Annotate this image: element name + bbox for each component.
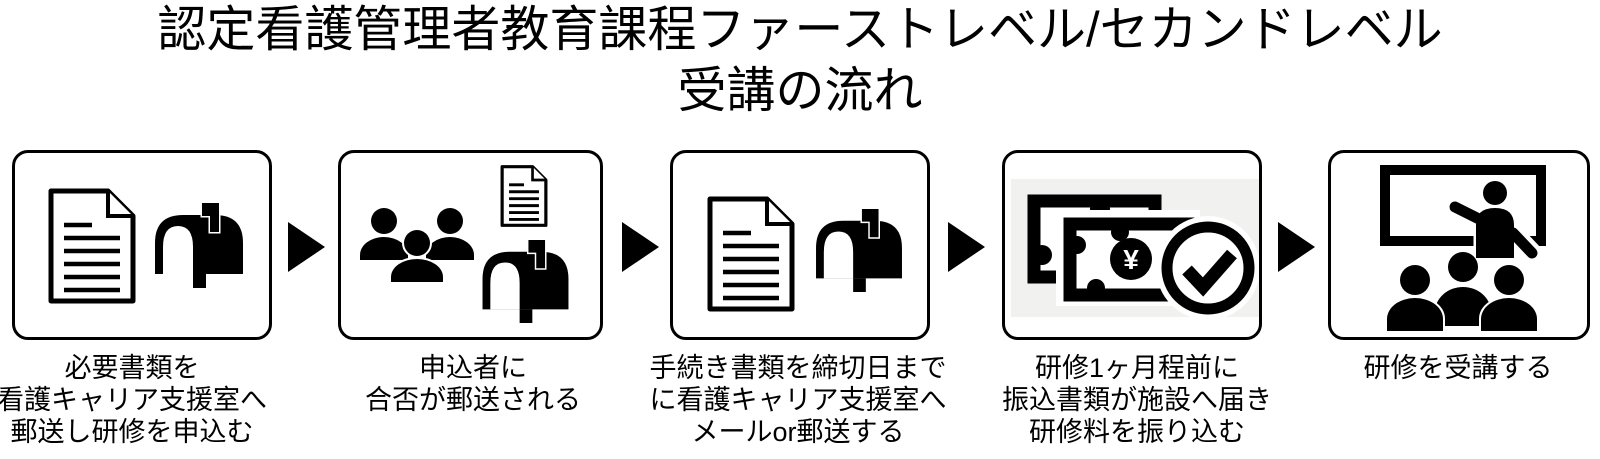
- page-title: 認定看護管理者教育課程ファーストレベル/セカンドレベル 受講の流れ: [0, 0, 1600, 122]
- step-1-box: [12, 150, 272, 340]
- check-mark: [1182, 249, 1237, 297]
- whiteboard: [1380, 165, 1546, 246]
- step-4-box: ¥: [1002, 150, 1262, 340]
- step-3-box: [670, 150, 930, 340]
- mailbox-icon: [155, 202, 243, 288]
- mailbox-icon: [478, 239, 573, 323]
- people-group-icon: [357, 208, 477, 282]
- document-icon: [47, 187, 137, 305]
- arrow-right-icon: [1278, 222, 1315, 272]
- yen-symbol: ¥: [1123, 244, 1139, 275]
- presenter-figure: [1445, 178, 1542, 263]
- document-icon: [500, 163, 548, 229]
- arrow-right-icon: [288, 222, 325, 272]
- step-4-caption: 研修1ヶ月程前に 振込書類が施設へ届き 研修料を振り込む: [1002, 353, 1272, 447]
- step-5-box: [1328, 150, 1590, 340]
- arrow-right-icon: [948, 222, 985, 272]
- step-1-caption: 必要書類を 看護キャリア支援室へ 郵送し研修を申込む: [0, 353, 267, 447]
- yen-badge: [1110, 238, 1152, 280]
- training-presentation-icon: [1375, 163, 1550, 331]
- title-line-2: 受講の流れ: [677, 64, 923, 118]
- title-line-1: 認定看護管理者教育課程ファーストレベル/セカンドレベル: [157, 3, 1443, 57]
- document-icon: [706, 195, 796, 313]
- check-circle-icon: [1161, 221, 1255, 315]
- yen-banknotes-check-icon: ¥: [1011, 179, 1259, 317]
- step-2-caption: 申込者に 合否が郵送される: [365, 353, 581, 415]
- arrow-right-icon: [622, 222, 659, 272]
- audience-group: [1385, 252, 1539, 331]
- step-5-caption: 研修を受講する: [1363, 353, 1553, 383]
- step-3-caption: 手続き書類を締切日まで に看護キャリア支援室へ メールor郵送する: [649, 353, 947, 447]
- step-2-box: [338, 150, 603, 340]
- mailbox-icon: [813, 208, 905, 292]
